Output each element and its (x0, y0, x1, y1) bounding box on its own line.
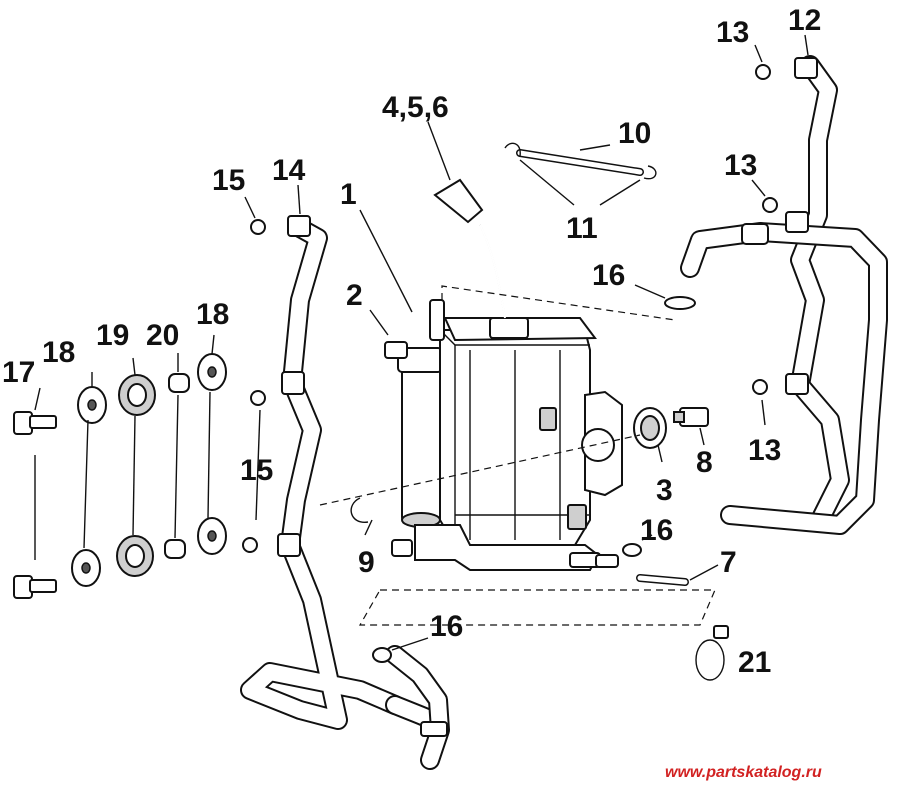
o-ring-13-a (755, 64, 771, 80)
callout-16-top: 16 (592, 259, 625, 292)
callout-17: 17 (2, 356, 35, 389)
hose-fitting-top (287, 215, 311, 237)
callout-8: 8 (696, 446, 713, 479)
callout-labels: 1 2 3 4,5,6 7 8 9 10 11 12 13 13 13 14 1… (2, 4, 821, 679)
callout-4-5-6: 4,5,6 (382, 91, 449, 124)
right-fuel-hoses (680, 55, 888, 535)
o-ring-13-c (752, 379, 768, 395)
bolt-part-17-bottom (13, 575, 57, 599)
callout-15-mid: 15 (240, 454, 273, 487)
callout-3: 3 (656, 474, 673, 507)
callout-10: 10 (618, 117, 651, 150)
clamp-part-16-a (664, 296, 696, 310)
clamp-part-16-c (372, 647, 392, 663)
left-fuel-hose (240, 215, 442, 730)
callout-2: 2 (346, 279, 363, 312)
callout-9: 9 (358, 546, 375, 579)
callout-11: 11 (566, 212, 598, 245)
clip-part-9 (350, 497, 369, 523)
dashed-alignment-lines (319, 285, 716, 626)
callout-14: 14 (272, 154, 306, 187)
hose-sleeve (420, 721, 448, 737)
hose-fitting-right-mid (785, 211, 809, 233)
sleeve-part-20-b (164, 539, 186, 559)
lower-fuel-hose (385, 645, 450, 770)
clamp-part-21 (695, 625, 729, 681)
o-ring-13-b (762, 197, 778, 213)
callout-18-left: 18 (42, 336, 75, 369)
callout-15-top: 15 (212, 164, 245, 197)
callout-13-top: 13 (716, 16, 749, 49)
hose-fitting-low (277, 533, 301, 557)
callout-19: 19 (96, 319, 129, 352)
hose-fitting-mid (281, 371, 305, 395)
fuel-filter-assembly (384, 178, 623, 571)
bolt-part-17-top (13, 411, 57, 435)
pin-part-7 (636, 574, 689, 586)
callout-18-right: 18 (196, 298, 229, 331)
callout-1: 1 (340, 178, 357, 211)
hose-sleeve-right (741, 223, 769, 245)
clamp-part-16-b (622, 543, 642, 557)
seal-part-3 (633, 407, 667, 449)
o-ring-15-b (250, 390, 266, 406)
electrical-connector (489, 317, 529, 339)
callout-12: 12 (788, 4, 821, 37)
callout-20: 20 (146, 319, 179, 352)
hose-fitting-right-low (785, 373, 809, 395)
callout-16-low: 16 (430, 610, 463, 643)
o-ring-15-a (250, 219, 266, 235)
filter-canister (401, 364, 441, 526)
fitting-part-8 (673, 407, 709, 427)
leader-lines (34, 34, 809, 651)
callout-13-mid: 13 (724, 149, 757, 182)
connector-plug (433, 178, 484, 224)
callout-7: 7 (720, 546, 737, 579)
tube-part-10 (504, 142, 657, 180)
sleeve-part-20-a (168, 373, 190, 393)
callout-13-low: 13 (748, 434, 781, 467)
o-ring-15-c (242, 537, 258, 553)
callout-16-mid: 16 (640, 514, 673, 547)
callout-21: 21 (738, 646, 771, 679)
hose-fitting-right-top (794, 57, 818, 79)
watermark-text: www.partskatalog.ru (665, 764, 822, 781)
